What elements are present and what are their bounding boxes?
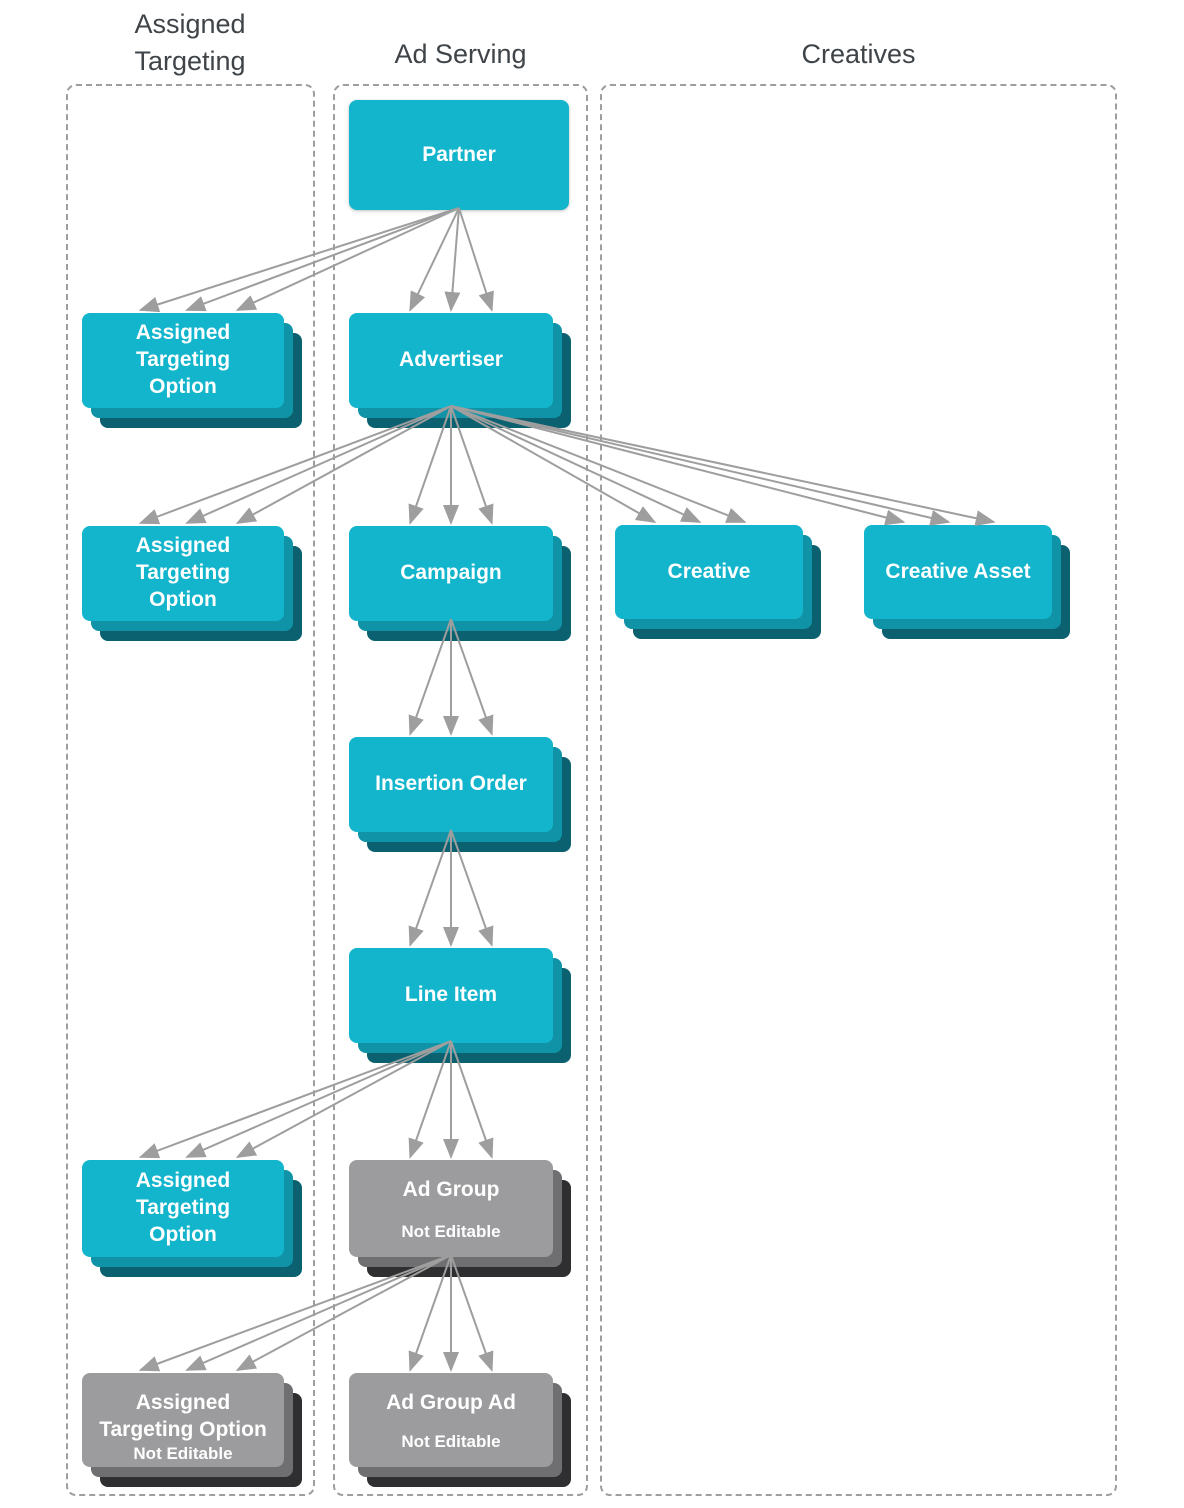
node-label: Ad Group [402,1178,500,1201]
node-sublabel: Not Editable [133,1443,233,1463]
column-title-ad-serving: Ad Serving [394,39,527,69]
node-campaign: Campaign [349,526,553,621]
node-label: Partner [422,142,496,166]
node-insertion-order: Insertion Order [349,737,553,832]
node-line-item: Line Item [349,948,553,1043]
node-sublabel: Not Editable [401,1222,501,1241]
node-ato-partner: Assigned Targeting Option [82,313,284,408]
node-ato-advertiser: Assigned Targeting Option [82,526,284,621]
column-title-creatives: Creatives [801,39,916,69]
node-advertiser: Advertiser [349,313,553,408]
node-creative-asset: Creative Asset [864,525,1052,619]
node-ad-group-ad: Ad Group Ad Not Editable [349,1373,553,1467]
column-assigned-targeting [66,84,315,1496]
node-creative: Creative [615,525,803,619]
node-label: Assigned Targeting Option [99,1391,267,1441]
node-label: Assigned Targeting Option [135,534,231,611]
node-label: Line Item [404,983,498,1007]
column-creatives [600,84,1117,1496]
node-label: Assigned Targeting Option [135,1169,231,1246]
node-label: Creative Asset [885,559,1031,583]
node-ato-line-item: Assigned Targeting Option [82,1160,284,1257]
node-label: Assigned Targeting Option [135,321,231,398]
node-partner: Partner [349,100,569,210]
node-sublabel: Not Editable [401,1432,501,1451]
node-label: Creative [667,559,751,583]
column-title-assigned-targeting: Assigned Targeting [134,9,246,76]
node-label: Insertion Order [375,772,527,796]
node-label: Ad Group Ad [386,1391,516,1414]
node-label: Advertiser [399,348,503,372]
node-label: Campaign [400,561,502,585]
column-ad-serving [333,84,588,1496]
